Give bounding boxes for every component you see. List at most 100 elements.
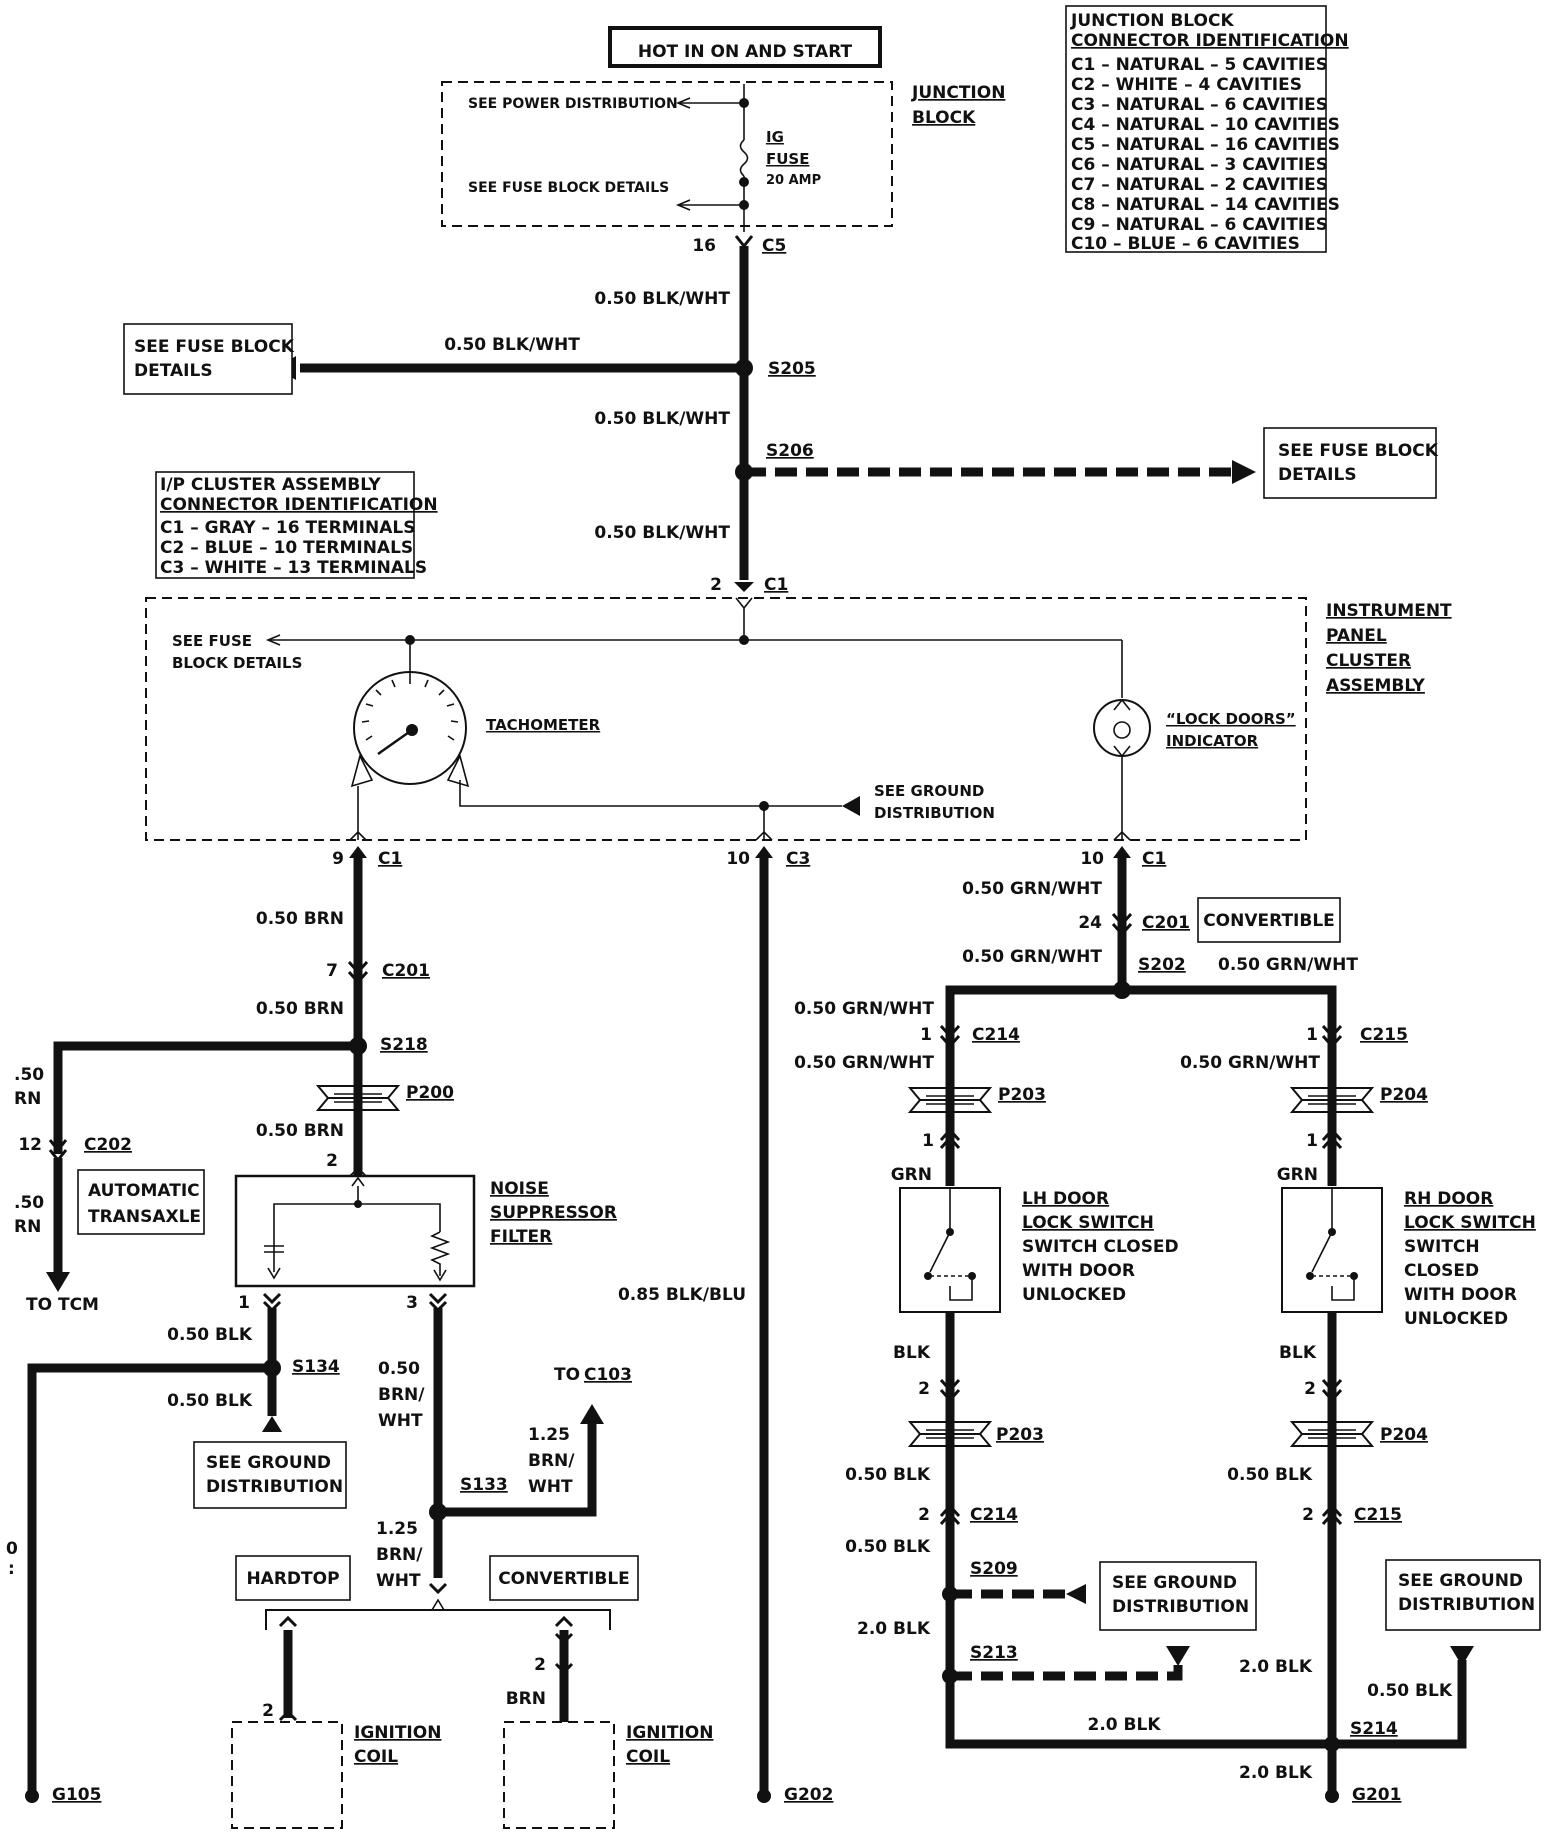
wire-label: 0.50 BLK [845,1537,931,1557]
wire-label: 2.0 BLK [1239,1763,1313,1783]
lock-indicator-label: “LOCK DOORS” [1166,710,1296,728]
ground-g202 [757,1789,771,1803]
wire-label: 0.50 GRN/WHT [1180,1053,1320,1073]
splice-label: S134 [292,1357,340,1377]
resistor-icon [429,1231,451,1276]
lh-switch-label: LH DOOR [1022,1189,1109,1209]
wire-label: 0.50 BRN [256,999,344,1019]
pin-label: 24 [1078,913,1102,933]
pin-label: 10 [1080,849,1104,869]
jb-connector-table [1065,5,1327,253]
connector-label: C214 [970,1505,1018,1525]
ground-g201 [1325,1789,1339,1803]
cluster-label: PANEL [1326,626,1387,646]
noise-filter-label: FILTER [490,1227,552,1247]
wire-label: 0.50 BLK/WHT [594,409,730,429]
lock-doors-indicator-lamp-icon [1093,698,1151,758]
fuse-name: IG [766,128,784,146]
box-text: SEE GROUND [1112,1573,1237,1593]
box-text: DETAILS [134,361,213,381]
cluster-see-fuse: BLOCK DETAILS [172,654,302,672]
jb-connector-row: C7 – NATURAL – 2 CAVITIES [1071,175,1328,195]
lh-switch-label: UNLOCKED [1022,1285,1126,1305]
connector-label: C201 [1142,913,1190,933]
passthrough-label: P204 [1380,1425,1428,1445]
splice-label: S213 [970,1643,1018,1663]
jb-connector-row: C5 – NATURAL – 16 CAVITIES [1071,135,1340,155]
wire-label: WHT [378,1411,423,1431]
lh-switch-label: SWITCH CLOSED [1022,1237,1179,1257]
ignition-coil-label: COIL [626,1747,670,1767]
connector-label: C214 [972,1025,1020,1045]
see-ground-box-s209 [1099,1561,1257,1631]
pin-label: 2 [710,575,722,595]
lh-switch-label: LOCK SWITCH [1022,1213,1154,1233]
wire-label: 0.50 GRN/WHT [794,1053,934,1073]
pin-label: 12 [18,1135,42,1155]
tachometer-label: TACHOMETER [486,716,601,734]
connector-c1: C1 [764,575,788,595]
cropped-label: RN [14,1217,41,1237]
lock-indicator-label: INDICATOR [1166,732,1259,750]
connector-label: C201 [382,961,430,981]
wire-label: BRN/ [528,1451,575,1471]
wire-label: 0.50 GRN/WHT [1218,955,1358,975]
passthrough-label: P200 [406,1083,454,1103]
wire-color-label: GRN [891,1165,932,1185]
box-text: SEE FUSE BLOCK [1278,441,1439,461]
jb-connector-row: C4 – NATURAL – 10 CAVITIES [1071,115,1340,135]
cluster-see-ground: SEE GROUND [874,782,984,800]
hardtop-label: HARDTOP [246,1569,339,1589]
wire-label: 0.50 GRN/WHT [794,999,934,1019]
pin-label: 3 [406,1293,418,1313]
cluster-see-ground: DISTRIBUTION [874,804,995,822]
jb-connector-row: C8 – NATURAL – 14 CAVITIES [1071,195,1340,215]
tachometer-gauge-icon [350,671,470,788]
cropped-label: 0 [6,1539,18,1559]
wire-label: 0.50 BLK [1227,1465,1313,1485]
pin-label: 2 [262,1701,274,1721]
pin-label: 1 [1306,1025,1318,1045]
connector-label: C3 [786,849,810,869]
capacitor-icon [264,1245,284,1253]
wire-label: 0.50 BRN [256,1121,344,1141]
noise-suppressor-filter-box [234,1174,476,1288]
splice-label: S218 [380,1035,428,1055]
wire-label: 2.0 BLK [1239,1657,1313,1677]
noise-filter-label: SUPPRESSOR [490,1203,617,1223]
convertible-label: CONVERTIBLE [1203,911,1335,931]
connector-label: C215 [1354,1505,1402,1525]
cluster-connector-table [155,471,415,579]
rh-switch-label: UNLOCKED [1404,1309,1508,1329]
pin-label: 2 [918,1505,930,1525]
pin-label: 1 [920,1025,932,1045]
jb-connector-list: C1 – NATURAL – 5 CAVITIES C2 – WHITE – 4… [1071,55,1340,254]
see-ground-box-s134 [193,1441,347,1509]
wire-label: 2.0 BLK [1088,1715,1162,1735]
fuse-label: FUSE [766,150,809,168]
wire-label: 0.50 GRN/WHT [962,947,1102,967]
wire-label: 0.85 BLK/BLU [618,1285,746,1305]
wire-label: 2.0 BLK [857,1619,931,1639]
convertible-box-left [489,1555,639,1601]
rh-switch-label: RH DOOR [1404,1189,1493,1209]
wire-label: 0.50 BLK [167,1391,253,1411]
wire-label: 0.50 GRN/WHT [962,879,1102,899]
connector-c5: C5 [762,236,786,256]
pin-label: 2 [326,1151,338,1171]
ignition-coil-convertible [503,1721,615,1829]
cropped-label: .50 [14,1065,44,1085]
see-fuse-block-box-left [123,323,293,395]
splice-label: S133 [460,1475,508,1495]
splice-label: S206 [766,441,814,461]
fuse-element [739,139,749,177]
ignition-coil-label: IGNITION [354,1723,441,1743]
wire-label: 0.50 [378,1359,420,1379]
ignition-coil-label: COIL [354,1747,398,1767]
ground-label: G201 [1352,1785,1401,1805]
box-text: SEE FUSE BLOCK [134,337,295,357]
connector-label: C1 [378,849,402,869]
pin-label: 2 [534,1655,546,1675]
p200-passthrough-icon [315,1085,401,1111]
